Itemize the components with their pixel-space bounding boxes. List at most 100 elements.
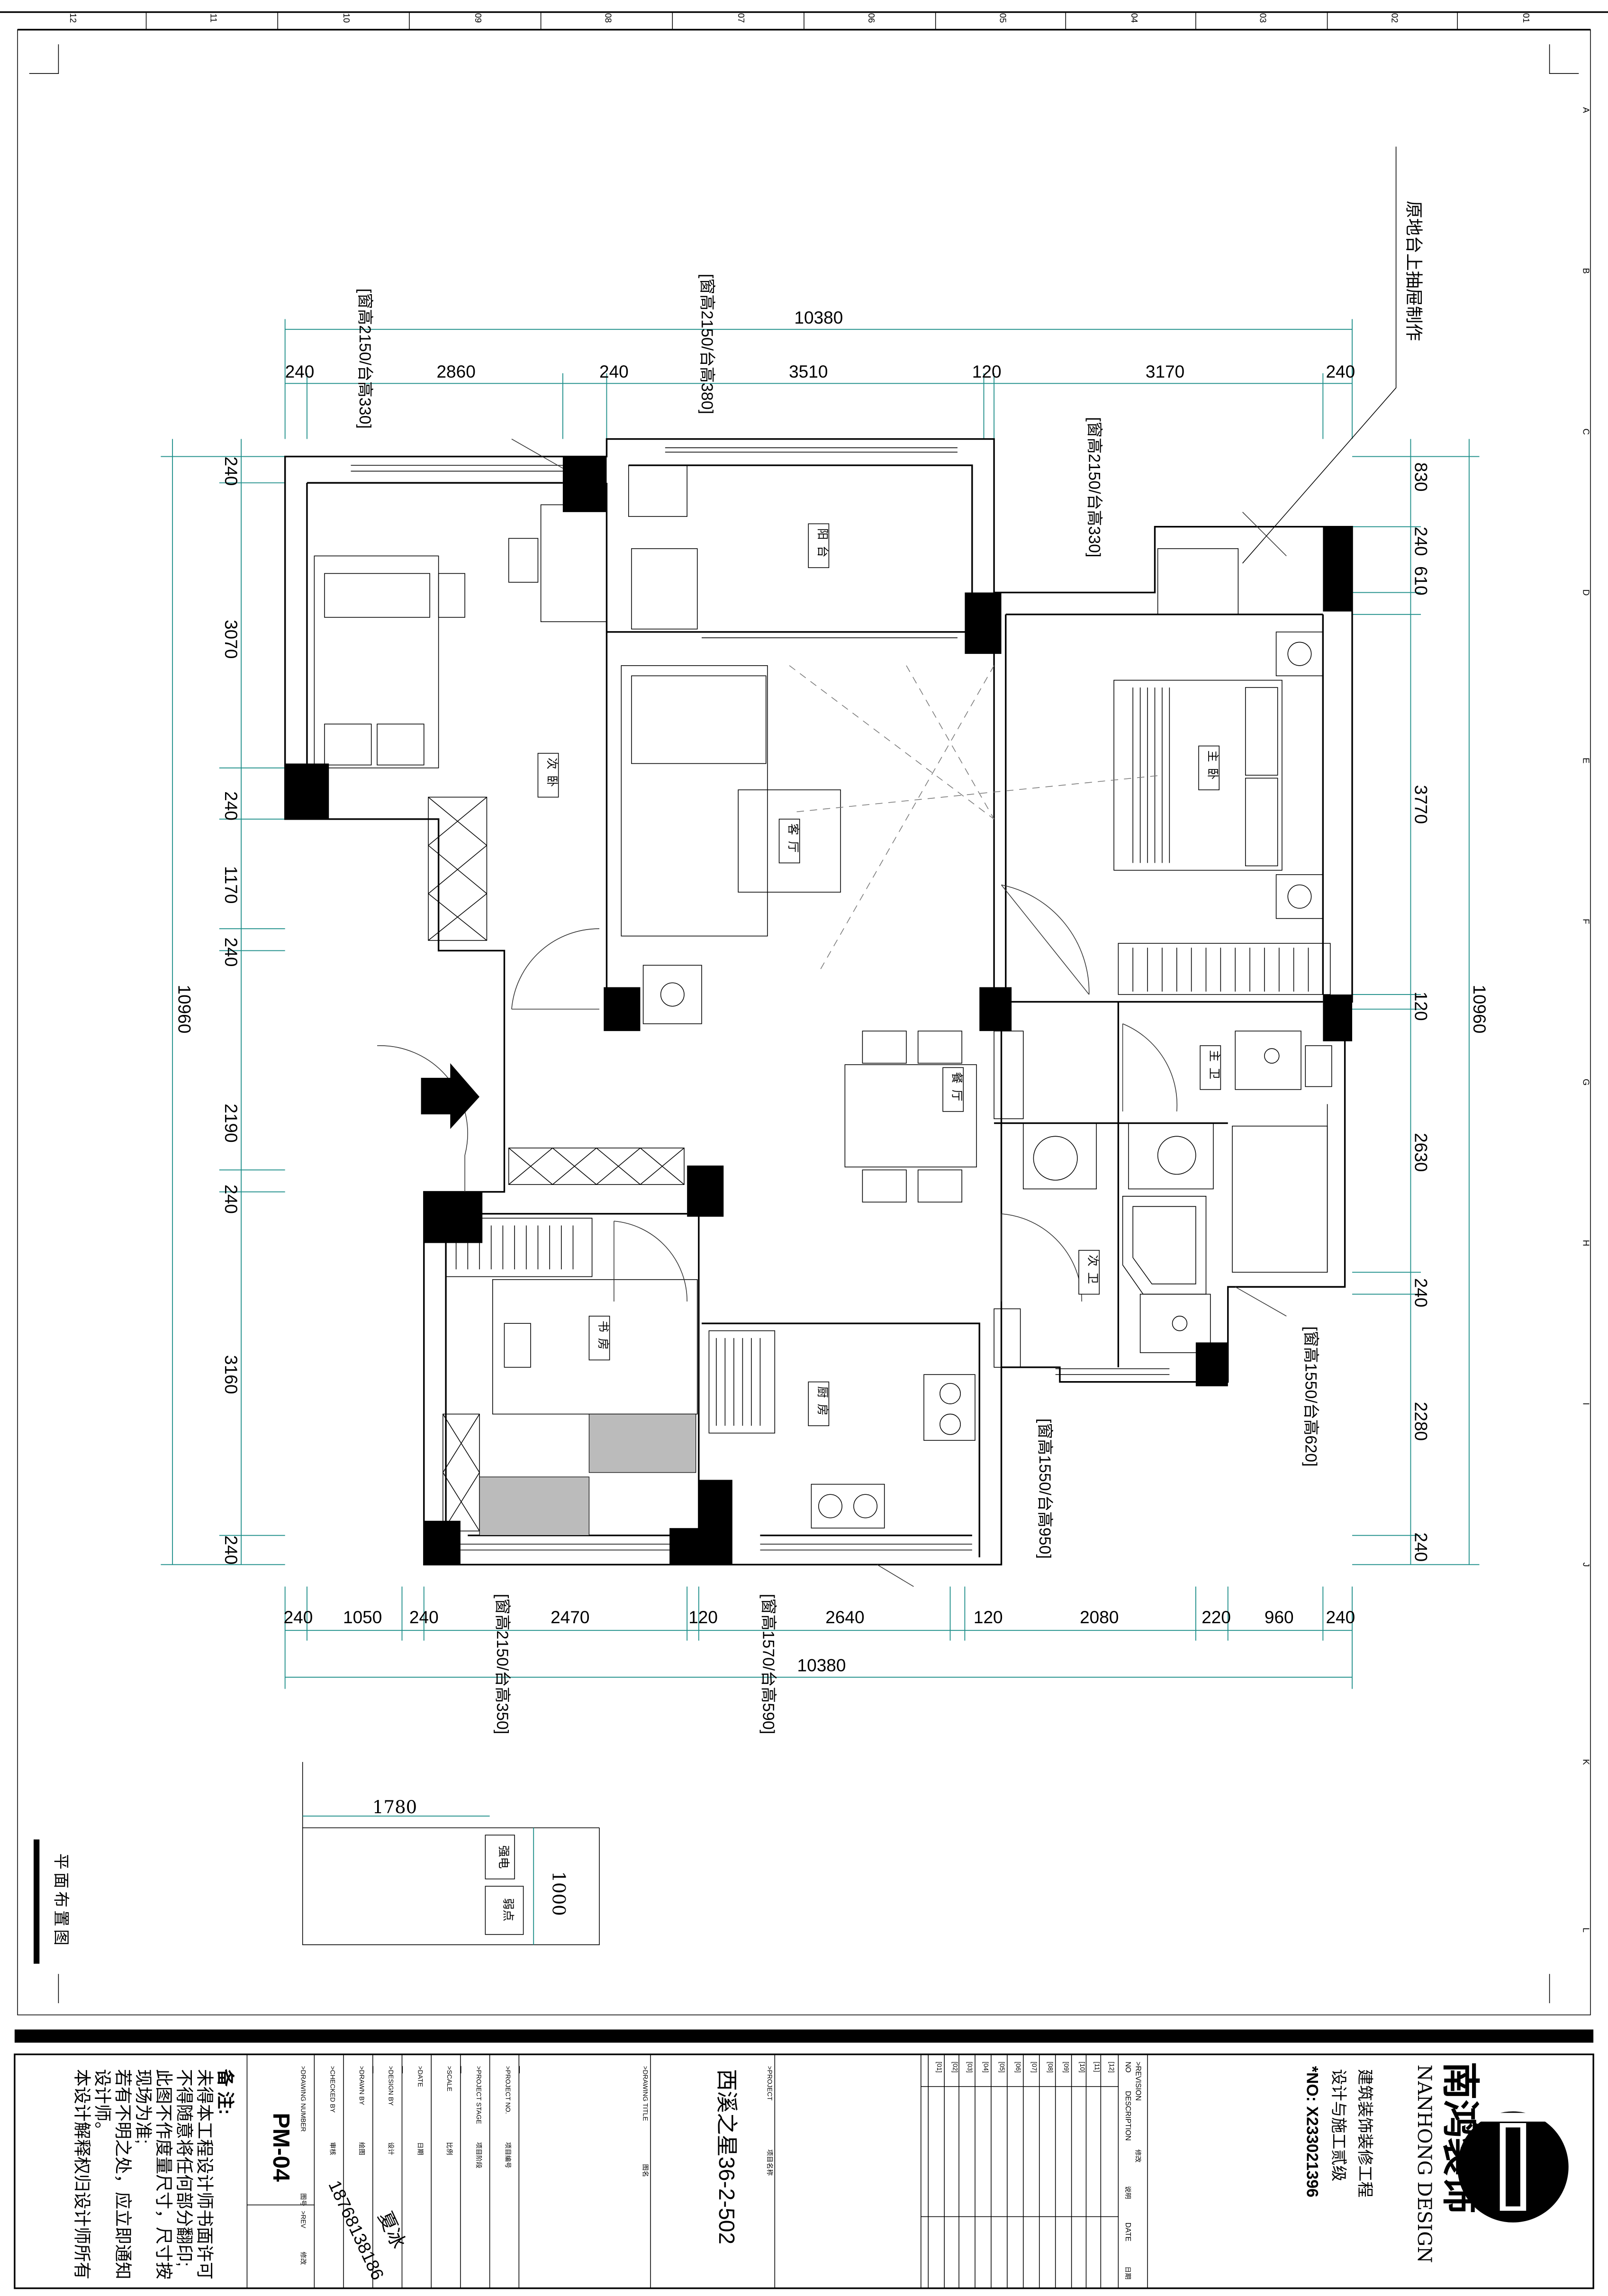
scale-label: >SCALE xyxy=(446,2066,453,2092)
grid-row-label: C xyxy=(1581,428,1591,434)
date-cn: 日期 xyxy=(416,2142,424,2155)
title-note-line: 备 注: xyxy=(216,2069,235,2115)
revision-row: [10] xyxy=(1079,2061,1086,2072)
revision-date-label: DATE xyxy=(1124,2223,1132,2242)
desk xyxy=(540,504,607,623)
grid-column-label: 05 xyxy=(998,13,1008,23)
revision-row: [11] xyxy=(1093,2061,1101,2072)
dim-left: 3070 xyxy=(221,620,241,659)
signature-name: 夏冰 xyxy=(374,2208,409,2251)
grid-row-label: J xyxy=(1581,1563,1591,1567)
title-note-line: 本设计解释权归设计师所有 xyxy=(72,2069,92,2279)
coffee-table xyxy=(738,789,841,893)
project-no-value: — xyxy=(515,2066,524,2074)
revision-date-cn: 日期 xyxy=(1124,2266,1132,2279)
window-note: [窗高1550/台高620] xyxy=(1301,1327,1319,1467)
bathtub xyxy=(1122,1196,1207,1295)
revision-row: [05] xyxy=(998,2061,1006,2072)
revision-label: >REVISION xyxy=(1134,2061,1142,2101)
grid-row-label: F xyxy=(1581,919,1591,924)
washbasin xyxy=(1157,1136,1196,1175)
sofa xyxy=(621,665,768,937)
checked-label: >CHECKED BY xyxy=(329,2066,336,2113)
room-label-box xyxy=(942,1067,964,1112)
sheet-frame xyxy=(0,11,1608,2289)
revision-row: [01] xyxy=(936,2061,943,2072)
dim-bottom: 1050 xyxy=(343,1607,382,1627)
drawing-number-label: >DRAWING NUMBER xyxy=(300,2066,307,2132)
project-no-label: >PROJECT NO. xyxy=(505,2066,512,2114)
title-note-line: 若有不明之处，应立即通知 xyxy=(113,2069,133,2279)
grid-column-label: 06 xyxy=(867,13,876,23)
grid-row-label: E xyxy=(1581,758,1591,763)
title-note-line: 设计师。 xyxy=(93,2069,113,2139)
room-label-box xyxy=(778,819,800,864)
furniture xyxy=(314,465,1332,1536)
window-note: [窗高2150/台高380] xyxy=(698,274,716,414)
dim-top: 3510 xyxy=(789,362,828,381)
room-label-box xyxy=(588,1316,610,1361)
master-bed xyxy=(1113,679,1283,871)
dim-left: 240 xyxy=(221,938,241,967)
design-cn: 设计 xyxy=(388,2142,395,2155)
room-label-living-room: 客厅 xyxy=(786,823,800,859)
rev-cn: 修改 xyxy=(300,2252,307,2265)
dim-right: 240 xyxy=(1411,1278,1431,1308)
dim-top: 2860 xyxy=(436,362,475,381)
company-logo xyxy=(1457,2111,1569,2223)
electrical-panel-detail xyxy=(302,1762,600,1945)
project-no-cn: 项目编号 xyxy=(505,2142,512,2169)
window-note: [窗高1550/台高950] xyxy=(1036,1419,1054,1559)
dim-left: 3160 xyxy=(221,1355,241,1394)
stage-label: >PROJECT STAGE xyxy=(475,2066,483,2124)
title-block xyxy=(14,2053,1594,2289)
drawing-title-cn: 图名 xyxy=(642,2164,650,2177)
dim-left: 240 xyxy=(221,1184,241,1214)
annotation-note: 原地台上抽屉制作 xyxy=(1403,201,1424,341)
dim-right: 610 xyxy=(1411,566,1431,596)
title-note-line: 不得随意将任何部分翻印; xyxy=(174,2069,194,2267)
dim-left-total: 10960 xyxy=(174,985,194,1033)
dim-bottom: 220 xyxy=(1201,1607,1231,1627)
grid-row-label: D xyxy=(1581,589,1591,596)
signature-phone: 18768138186 xyxy=(325,2177,388,2283)
tile-hatch xyxy=(588,1413,696,1473)
certificate-number: *NO: X233021396 xyxy=(1303,2066,1321,2197)
checked-cn: 审核 xyxy=(329,2142,336,2155)
dim-right: 240 xyxy=(1411,1532,1431,1562)
window-note: [窗高2150/台高330] xyxy=(1085,417,1103,557)
design-value: — xyxy=(398,2066,407,2074)
revision-row: [02] xyxy=(952,2061,959,2072)
title-note-line: 此图不作度量尺寸，尺寸按 xyxy=(154,2069,174,2279)
dim-top: 240 xyxy=(1326,362,1355,381)
date-label: >DATE xyxy=(416,2066,424,2087)
room-label-box xyxy=(1200,1045,1221,1090)
dim-bottom: 2080 xyxy=(1080,1607,1119,1627)
qualification-line-1: 建筑装饰装修工程 xyxy=(1355,2069,1373,2197)
grid-row-label: G xyxy=(1581,1079,1591,1085)
room-label-box xyxy=(1078,1250,1100,1295)
kitchen-sink xyxy=(811,1483,885,1528)
shoe-cabinet xyxy=(508,1148,685,1185)
master-wardrobe xyxy=(1118,943,1331,995)
drawn-label: >DRAWN BY xyxy=(358,2066,366,2105)
revision-row: [12] xyxy=(1108,2061,1116,2072)
window-note: [窗高2150/台高330] xyxy=(356,289,374,429)
stove xyxy=(923,1374,976,1441)
revision-row: [07] xyxy=(1030,2061,1038,2072)
grid-column-label: 04 xyxy=(1129,13,1139,23)
dim-right: 2630 xyxy=(1411,1133,1431,1172)
grid-column-label: 01 xyxy=(1521,13,1531,23)
dim-left: 1170 xyxy=(221,866,241,904)
dim-bottom: 960 xyxy=(1265,1607,1294,1627)
grid-row-label: B xyxy=(1581,268,1591,274)
room-label-box xyxy=(537,753,559,798)
panel-weak-current: 弱点 xyxy=(501,1898,515,1921)
room-label-study: 书房 xyxy=(596,1320,610,1356)
grid-column-label: 02 xyxy=(1390,13,1400,23)
scale-value: — xyxy=(457,2066,465,2074)
panel-width: 1780 xyxy=(372,1797,417,1817)
dim-top: 3170 xyxy=(1146,362,1184,381)
